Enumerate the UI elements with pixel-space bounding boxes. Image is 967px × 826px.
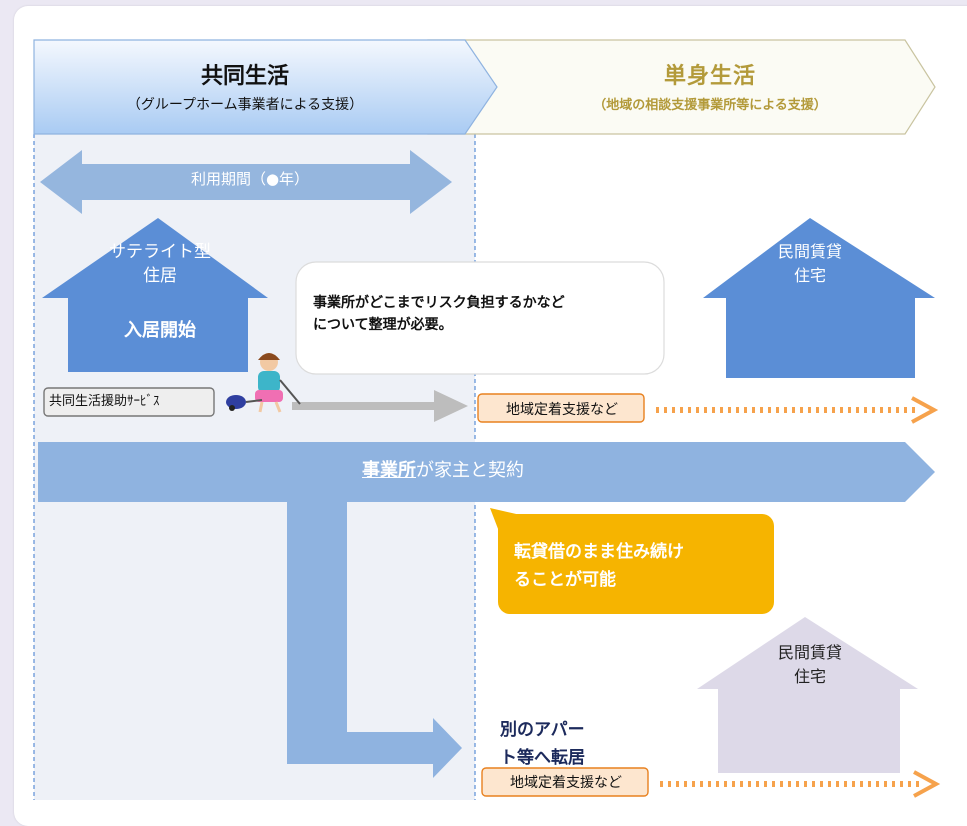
contract-label-strong: 事業所 xyxy=(362,460,416,481)
satellite-house-shape xyxy=(42,218,268,372)
support-label-box-2 xyxy=(481,767,649,797)
risk-bubble xyxy=(295,261,665,375)
diagram-graphics xyxy=(33,39,941,800)
service-label-box xyxy=(43,387,215,417)
relocation-arrow xyxy=(287,500,462,778)
contract-label-rest: が家主と契約 xyxy=(416,460,524,481)
sublease-callout xyxy=(498,514,774,614)
risk-bubble-text: 事業所がどこまでリスク負担するかなど について整理が必要。 xyxy=(313,295,565,333)
rental-house-top-shape xyxy=(703,218,935,378)
support-dotted-arrowhead-2 xyxy=(913,770,941,798)
contract-label: 事業所が家主と契約 xyxy=(362,456,762,482)
rental-house-top-label: 民間賃貸 住宅 xyxy=(777,242,842,285)
group-living-subtitle: （グループホーム事業者による支援） xyxy=(126,97,364,113)
support-label-1: 地域定着支援など xyxy=(506,402,618,418)
service-arrow-head xyxy=(434,390,468,422)
service-label: 共同生活援助ｻｰﾋﾞｽ xyxy=(49,394,160,409)
move-note: 別のアパー ト等へ転居 xyxy=(500,720,585,768)
rental-house-bottom-shape xyxy=(697,617,918,773)
group-living-header xyxy=(33,39,498,135)
cleaning-person-icon xyxy=(226,353,301,413)
period-arrow xyxy=(40,150,452,214)
rental-house-bottom-label: 民間賃貸 住宅 xyxy=(777,643,842,686)
satellite-house-label: サテライト型 住居 xyxy=(109,242,211,286)
move-in-label: 入居開始 xyxy=(124,320,196,341)
period-label: 利用期間（●年） xyxy=(190,170,310,188)
contract-arrow xyxy=(38,442,935,502)
diagram-stage: 共同生活 （グループホーム事業者による支援） 単身生活 （地域の相談支援事業所等… xyxy=(33,39,941,800)
group-living-title: 共同生活 xyxy=(200,64,289,89)
support-label-box-1 xyxy=(477,393,645,423)
single-living-title: 単身生活 xyxy=(663,64,756,89)
sublease-note: 転貸借のまま住み続け ることが可能 xyxy=(514,542,684,590)
single-living-subtitle: （地域の相談支援事業所等による支援） xyxy=(593,98,827,113)
support-label-2: 地域定着支援など xyxy=(510,775,622,791)
support-dotted-arrowhead-1 xyxy=(911,396,939,424)
